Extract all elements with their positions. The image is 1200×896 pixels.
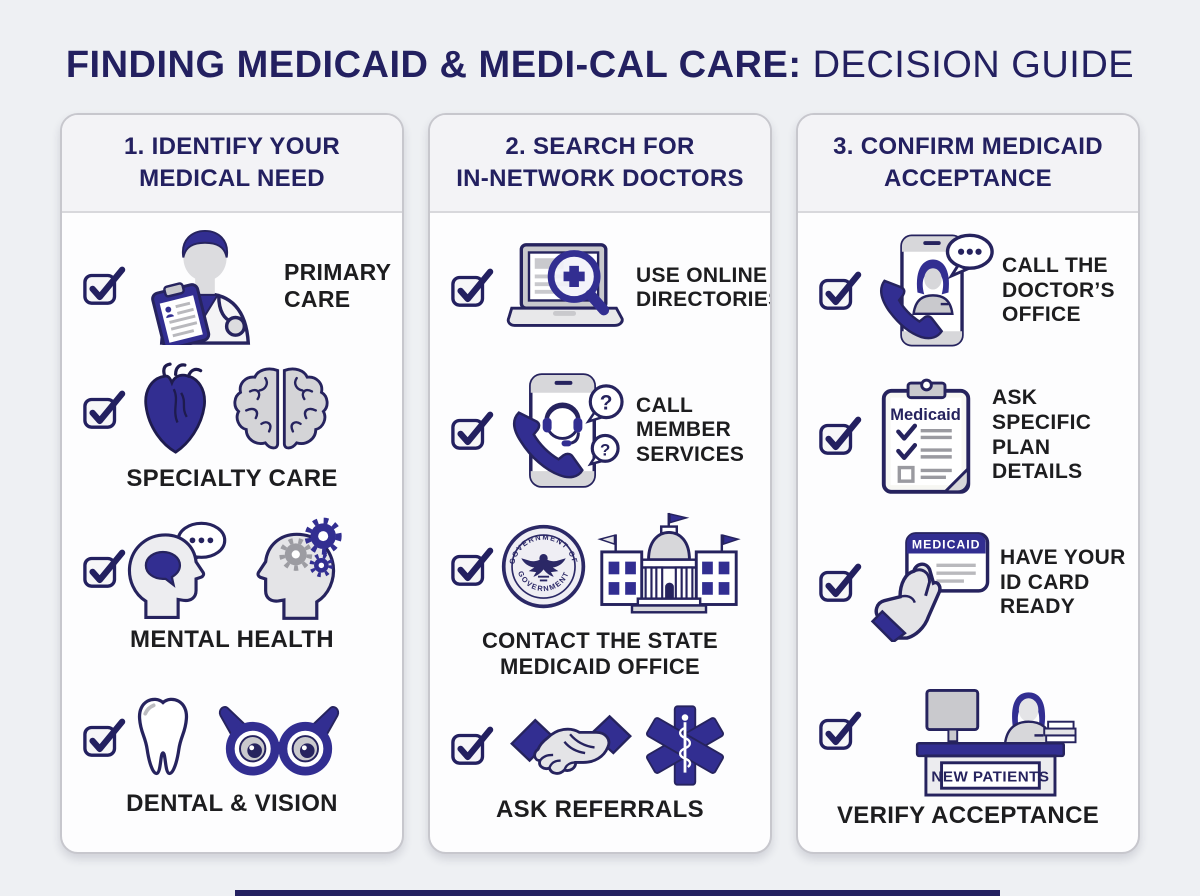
svg-text:?: ? (600, 391, 613, 414)
checkbox-checked-icon[interactable] (450, 267, 494, 309)
item-label: USE ONLINE DIRECTORIES (636, 263, 772, 312)
item-label: DENTAL & VISION (126, 790, 338, 818)
item-label: ASK SPECIFIC PLAN DETAILS (992, 386, 1092, 484)
handshake-icon (509, 706, 633, 786)
medicaid-card-icon: MEDICAID (866, 524, 996, 642)
star-of-life-icon (643, 701, 727, 791)
item-state-medicaid-office: GOVERNMENT OF GOVERNMENT (436, 506, 764, 686)
item-ask-plan-details: Medicaid ASK SPECIFIC PLAN DETAILS (804, 361, 1132, 511)
svg-text:NEW PATIENTS: NEW PATIENTS (931, 768, 1049, 785)
column-confirm-acceptance: 3. CONFIRM MEDICAID ACCEPTANCE (796, 113, 1140, 854)
column-3-header: 3. CONFIRM MEDICAID ACCEPTANCE (798, 115, 1138, 213)
column-1-header: 1. IDENTIFY YOUR MEDICAL NEED (62, 115, 402, 213)
checkbox-checked-icon[interactable] (82, 548, 126, 590)
item-label: CALL THE DOCTOR’S OFFICE (1002, 253, 1115, 327)
item-ask-referrals: ASK REFERRALS (436, 685, 764, 840)
svg-text:?: ? (600, 440, 610, 459)
item-label: VERIFY ACCEPTANCE (836, 802, 1100, 829)
item-label: MENTAL HEALTH (130, 625, 334, 653)
item-specialty-care: SPECIALTY CARE (68, 351, 396, 501)
column-search-doctors: 2. SEARCH FOR IN-NETWORK DOCTORS (428, 113, 772, 854)
column-3-header-text: 3. CONFIRM MEDICAID ACCEPTANCE (833, 133, 1103, 192)
column-1-body: PRIMARY CARE (62, 213, 402, 852)
item-verify-acceptance: NEW PATIENTS VERIFY ACCEPTANCE (804, 655, 1132, 840)
checkbox-checked-icon[interactable] (82, 389, 126, 431)
head-gears-icon (241, 517, 346, 621)
item-dental-vision: DENTAL & VISION (68, 670, 396, 840)
item-label: CONTACT THE STATE MEDICAID OFFICE (481, 627, 719, 679)
doctor-clipboard-icon (130, 227, 280, 346)
checkbox-checked-icon[interactable] (818, 415, 862, 457)
phone-caller-icon (866, 230, 998, 352)
item-label: CALL MEMBER SERVICES (636, 393, 745, 467)
checkbox-checked-icon[interactable] (818, 562, 862, 604)
capitol-building-icon (594, 511, 744, 623)
page-title: FINDING MEDICAID & MEDI-CAL CARE: DECISI… (0, 0, 1200, 87)
svg-text:MEDICAID: MEDICAID (912, 538, 981, 552)
checkbox-checked-icon[interactable] (818, 270, 862, 312)
checkbox-checked-icon[interactable] (82, 265, 126, 307)
column-2-header: 2. SEARCH FOR IN-NETWORK DOCTORS (430, 115, 770, 213)
column-3-body: CALL THE DOCTOR’S OFFICE Medicaid (798, 213, 1138, 852)
column-identify-need: 1. IDENTIFY YOUR MEDICAL NEED (60, 113, 404, 854)
item-call-member-services: ? ? CALL MEMBER SERVICES (436, 356, 764, 506)
item-id-card-ready: MEDICAID HAVE YOUR ID CARD READY (804, 511, 1132, 656)
item-call-doctors-office: CALL THE DOCTOR’S OFFICE (804, 221, 1132, 361)
checkbox-checked-icon[interactable] (450, 546, 494, 588)
item-label: SPECIALTY CARE (126, 464, 338, 492)
item-online-directories: USE ONLINE DIRECTORIES (436, 221, 770, 356)
svg-text:Medicaid: Medicaid (890, 406, 961, 424)
column-2-header-text: 2. SEARCH FOR IN-NETWORK DOCTORS (456, 133, 744, 192)
government-seal-icon: GOVERNMENT OF GOVERNMENT (500, 523, 588, 611)
checkbox-checked-icon[interactable] (450, 410, 494, 452)
page-title-main: FINDING MEDICAID & MEDI-CAL CARE: (65, 44, 802, 86)
item-label: HAVE YOUR ID CARD READY (1000, 545, 1126, 619)
column-1-header-text: 1. IDENTIFY YOUR MEDICAL NEED (124, 133, 340, 192)
bottom-accent-bar (235, 890, 1000, 896)
checkbox-checked-icon[interactable] (450, 725, 494, 767)
item-mental-health: MENTAL HEALTH (68, 501, 396, 669)
heart-icon (133, 360, 221, 460)
head-speech-icon (119, 517, 231, 621)
reception-desk-icon: NEW PATIENTS (896, 665, 1080, 797)
checkbox-checked-icon[interactable] (818, 710, 862, 752)
tooth-icon (121, 691, 205, 785)
glasses-icon (215, 699, 343, 777)
item-label: PRIMARY CARE (284, 258, 392, 313)
medicaid-clipboard-icon: Medicaid (866, 375, 988, 497)
brain-icon (231, 364, 331, 456)
decision-columns: 1. IDENTIFY YOUR MEDICAL NEED (0, 113, 1200, 854)
column-2-body: USE ONLINE DIRECTORIES (430, 213, 770, 852)
phone-headset-icon: ? ? (498, 369, 632, 493)
item-primary-care: PRIMARY CARE (68, 221, 396, 351)
page-title-sub: DECISION GUIDE (812, 44, 1135, 86)
checkbox-checked-icon[interactable] (82, 717, 126, 759)
laptop-search-icon (498, 240, 632, 336)
item-label: ASK REFERRALS (496, 795, 704, 823)
